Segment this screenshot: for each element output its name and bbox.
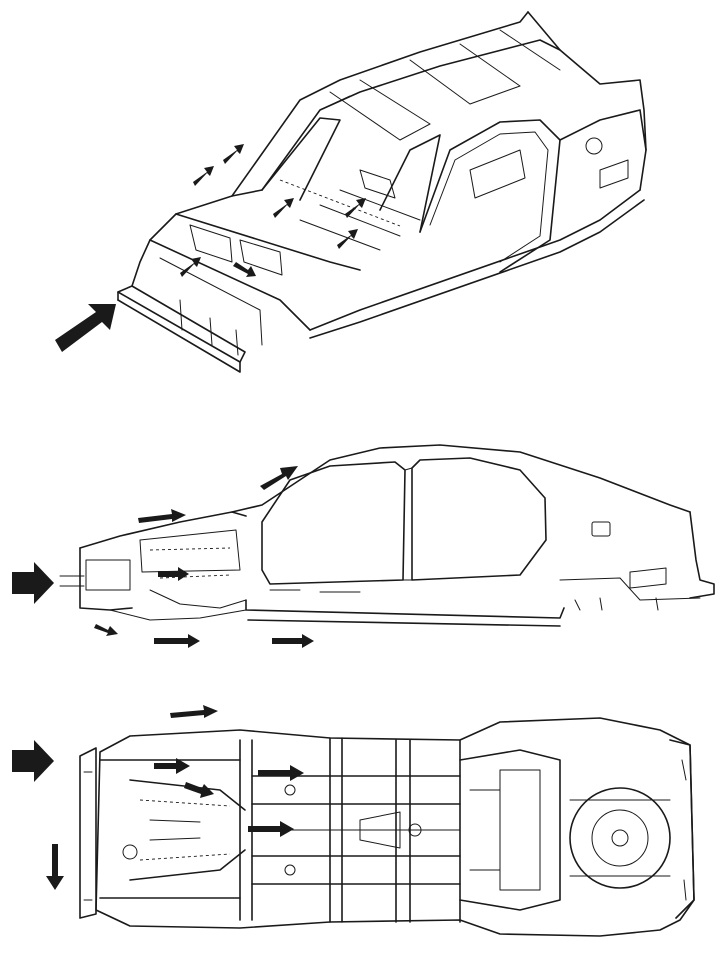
- large-arrow-icon: [12, 562, 54, 604]
- small-arrow-icon: [184, 782, 214, 798]
- load-path-arrows: [154, 705, 304, 837]
- small-arrow-icon: [154, 634, 200, 648]
- small-arrow-icon: [180, 257, 201, 277]
- large-arrow-icon: [12, 740, 54, 782]
- small-arrow-icon: [158, 567, 189, 581]
- small-arrow-icon: [272, 634, 314, 648]
- small-arrow-icon: [248, 821, 294, 837]
- small-arrow-icon: [273, 198, 294, 218]
- side-view: [12, 444, 715, 648]
- small-arrow-icon: [46, 844, 64, 890]
- small-arrow-icon: [94, 624, 118, 636]
- perspective-view: [55, 11, 647, 373]
- underbody-view: [12, 705, 695, 937]
- small-arrow-icon: [138, 509, 186, 523]
- large-arrow-icon: [55, 304, 116, 352]
- body-outline: [79, 717, 695, 937]
- small-arrow-icon: [193, 166, 214, 186]
- small-arrow-icon: [223, 144, 244, 164]
- small-arrow-icon: [337, 229, 358, 249]
- small-arrow-icon: [258, 765, 304, 781]
- small-arrow-icon: [170, 705, 218, 718]
- small-arrow-icon: [260, 466, 298, 490]
- load-path-arrows: [94, 466, 314, 648]
- small-arrow-icon: [345, 198, 366, 218]
- small-arrow-icon: [233, 262, 256, 277]
- load-path-arrows: [180, 144, 366, 277]
- body-outline: [117, 11, 647, 373]
- small-arrow-icon: [154, 758, 190, 774]
- body-outline: [59, 444, 715, 627]
